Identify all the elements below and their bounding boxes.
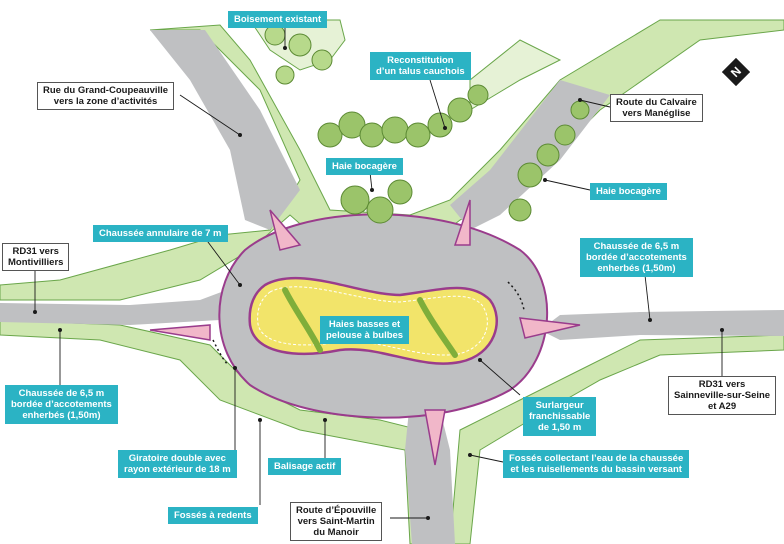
label-rd31-montivilliers: RD31 vers Montivilliers — [2, 243, 70, 271]
label-rue-grand-coupeauville: Rue du Grand-Coupeauville vers la zone d… — [37, 82, 175, 110]
splitter-islands — [149, 199, 581, 466]
label-surlargeur: Surlargeur franchissable de 1,50 m — [523, 397, 597, 436]
label-giratoire: Giratoire double avec rayon extérieur de… — [118, 450, 237, 478]
label-chaussee-annulaire: Chaussée annulaire de 7 m — [93, 225, 228, 242]
label-chaussee-droite: Chaussée de 6,5 m bordée d’accotements e… — [580, 238, 693, 277]
label-balisage: Balisage actif — [268, 458, 342, 475]
label-boisement: Boisement existant — [228, 11, 328, 28]
road-markings — [212, 281, 525, 366]
label-fosses-collectant: Fossés collectant l’eau de la chaussée e… — [503, 450, 690, 478]
label-route-epouville: Route d’Épouville vers Saint-Martin du M… — [290, 502, 383, 541]
label-route-calvaire: Route du Calvaire vers Manéglise — [610, 94, 703, 122]
north-arrow-icon: N — [722, 58, 750, 86]
label-talus: Reconstitution d’un talus cauchois — [370, 52, 471, 80]
label-haie-bocagere-2: Haie bocagère — [590, 183, 667, 200]
label-fosses-redents: Fossés à redents — [168, 507, 258, 524]
label-haies-basses: Haies basses et pelouse à bulbes — [320, 316, 410, 344]
hedge-trees — [264, 24, 590, 224]
label-rd31-sainneville: RD31 vers Sainneville-sur-Seine et A29 — [668, 376, 777, 415]
label-haie-bocagere-1: Haie bocagère — [326, 158, 403, 175]
label-chaussee-gauche: Chaussée de 6,5 m bordée d’accotements e… — [5, 385, 118, 424]
